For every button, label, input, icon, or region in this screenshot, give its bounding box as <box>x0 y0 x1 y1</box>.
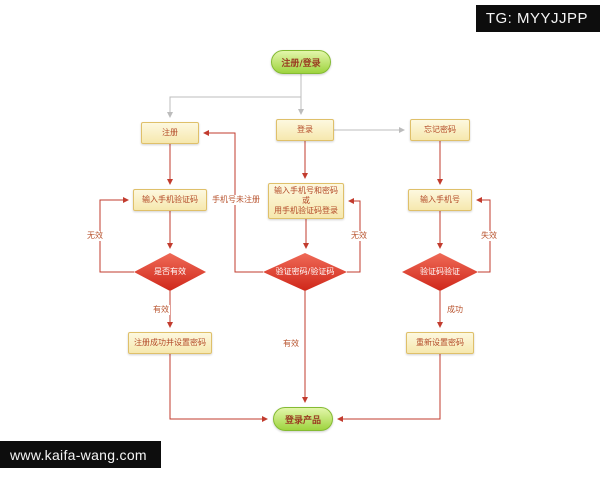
login-input-line1: 输入手机号和密码 <box>274 186 338 195</box>
edge-label-expired-right: 失效 <box>480 231 498 241</box>
node-enter-sms-code: 输入手机验证码 <box>133 189 207 211</box>
site-url-bar: www.kaifa-wang.com <box>0 441 161 468</box>
tg-badge: TG: MYYJJPP <box>475 5 600 32</box>
edge-label-invalid-center: 无效 <box>350 231 368 241</box>
login-input-line3: 用手机验证码登录 <box>274 206 338 215</box>
node-forgot-password: 忘记密码 <box>410 119 470 141</box>
node-end: 登录产品 <box>273 407 333 431</box>
node-register-success: 注册成功并设置密码 <box>128 332 212 354</box>
edge-label-invalid-left: 无效 <box>86 231 104 241</box>
gray-edges <box>167 74 405 133</box>
node-reset-password: 重新设置密码 <box>406 332 474 354</box>
edge-label-phone-not-registered: 手机号未注册 <box>211 195 261 205</box>
node-login: 登录 <box>276 119 334 141</box>
node-login-input: 输入手机号和密码 或 用手机验证码登录 <box>268 183 344 219</box>
node-register: 注册 <box>141 122 199 144</box>
login-input-line2: 或 <box>302 196 310 205</box>
edge-label-valid-center: 有效 <box>282 339 300 349</box>
edge-label-success-right: 成功 <box>446 305 464 315</box>
node-start: 注册/登录 <box>271 50 331 74</box>
node-enter-phone: 输入手机号 <box>408 189 472 211</box>
edge-label-valid-left: 有效 <box>152 305 170 315</box>
